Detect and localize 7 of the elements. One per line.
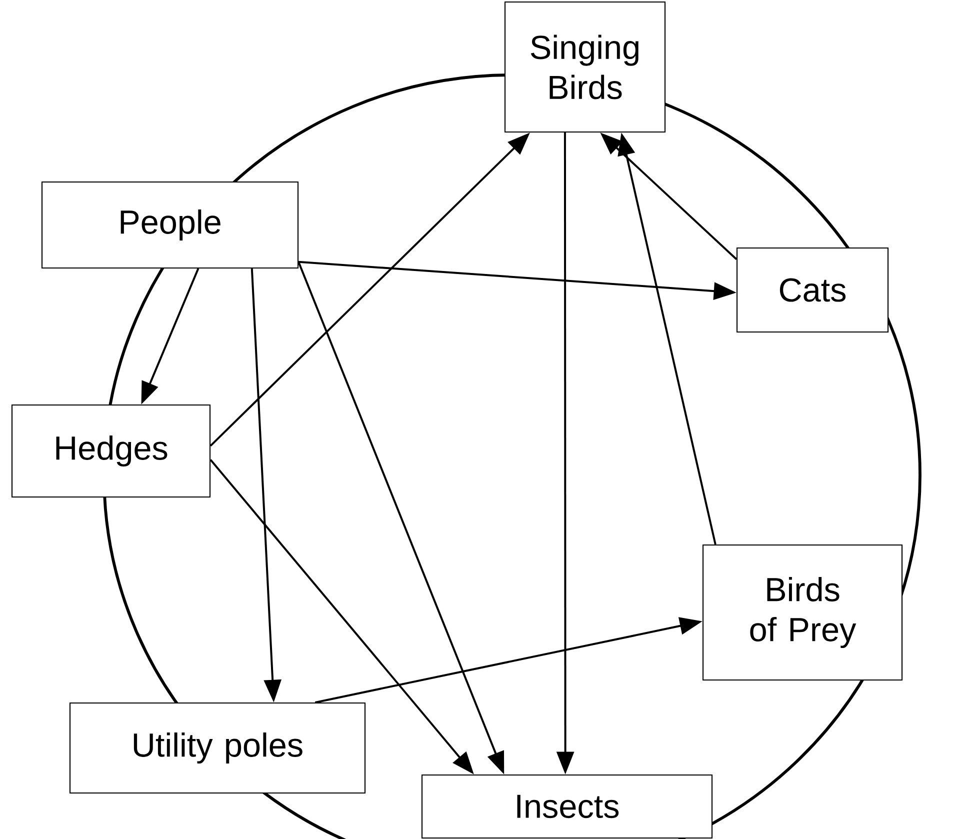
text-box: Hedges (11, 404, 211, 498)
text-box: Insects (421, 774, 713, 839)
text-box: People (41, 181, 299, 269)
text-box: Birds of Prey (702, 544, 903, 681)
text-box: Singing Birds (504, 1, 666, 133)
text-box: Utility poles (69, 702, 366, 794)
text-box: Cats (736, 247, 889, 333)
